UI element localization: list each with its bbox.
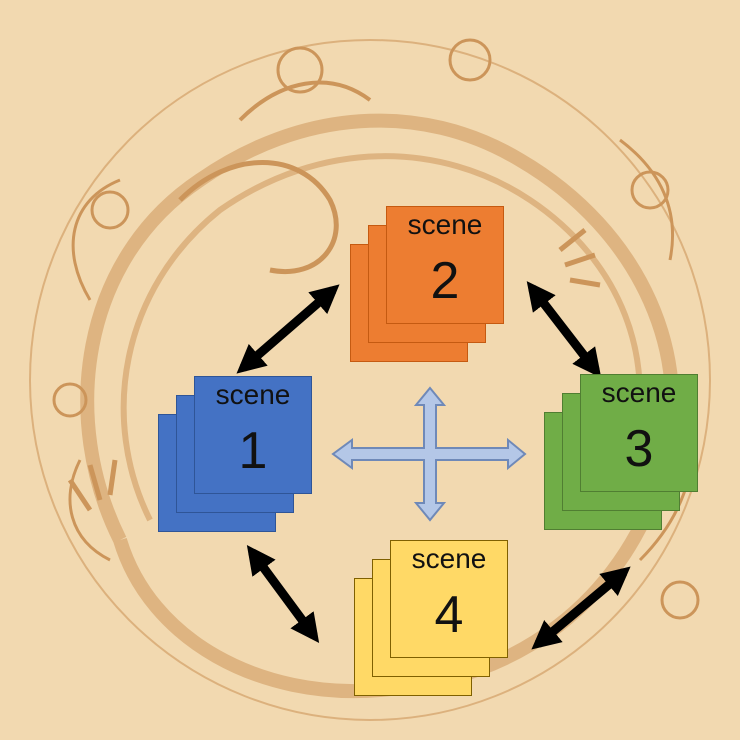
scene-word-label: scene: [215, 379, 291, 410]
scene-card-front: scene 3: [580, 374, 698, 492]
scene-stack-2[interactable]: scene 2: [350, 206, 510, 366]
scene-number-label: 2: [430, 252, 460, 310]
scene-card-front: scene 2: [386, 206, 504, 324]
scene-card-front: scene 4: [390, 540, 508, 658]
scene-word-label: scene: [601, 377, 677, 408]
scene-stack-3[interactable]: scene 3: [544, 374, 704, 534]
scene-stack-1[interactable]: scene 1: [158, 376, 318, 536]
scene-number-label: 1: [238, 422, 268, 480]
scene-number-label: 4: [434, 586, 464, 644]
scene-word-label: scene: [411, 543, 487, 574]
scene-stack-4[interactable]: scene 4: [354, 540, 514, 700]
scene-word-label: scene: [407, 209, 483, 240]
scene-number-label: 3: [624, 420, 654, 478]
scene-card-front: scene 1: [194, 376, 312, 494]
